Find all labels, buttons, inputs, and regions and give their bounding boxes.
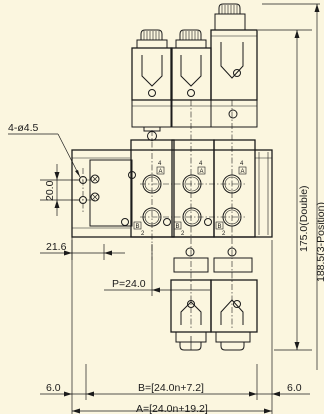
- base-screw-icon: [128, 171, 136, 179]
- station-pitch-label: P=24.0: [112, 278, 146, 290]
- valve-station-3: 4 A B 2: [204, 3, 258, 351]
- coil-screw-icon: [233, 69, 241, 77]
- coil-screw-icon: [233, 300, 241, 308]
- mount-pitch-label: 20.0: [44, 180, 56, 201]
- right-margin-label: 6.0: [287, 382, 302, 394]
- port-b-mark: B: [176, 224, 180, 230]
- port-a-mark: A: [200, 169, 204, 175]
- port-4-mark: 4: [158, 161, 162, 167]
- port-b-mark: B: [218, 224, 222, 230]
- port-a-mark: A: [159, 169, 163, 175]
- valve-station-1: 4 A B 2: [121, 29, 175, 238]
- port-2-mark: 2: [141, 231, 145, 237]
- hole-callout-label: 4-ø4.5: [8, 122, 39, 134]
- pilot-screw-icon: [228, 109, 238, 119]
- dimensions: 4-ø4.5 20.0 21.6 P=24.0 175.0(Double) 18…: [8, 3, 324, 414]
- port-4-mark: 4: [199, 161, 203, 167]
- height-double-label: 175.0(Double): [298, 185, 310, 252]
- centre-lines: [74, 100, 245, 330]
- port-4-mark: 4: [240, 161, 244, 167]
- port-2-mark: 2: [181, 231, 185, 237]
- left-offset-label: 21.6: [46, 241, 67, 253]
- port-a-mark: A: [241, 169, 245, 175]
- pilot-screw-icon: [185, 247, 195, 257]
- valve-station-2: 4 A B 2: [163, 29, 215, 351]
- mounting-screw-icon: [90, 174, 100, 184]
- port-b-mark: B: [136, 224, 140, 230]
- dim-b-label: B=[24.0n+7.2]: [138, 382, 204, 394]
- height-3pos-label: 188.5(3-Position): [315, 202, 324, 282]
- mounting-screw-icon: [90, 192, 100, 202]
- body-screw-icon: [121, 218, 129, 226]
- coil-screw-icon: [187, 89, 195, 97]
- port-2-mark: 2: [222, 231, 226, 237]
- pilot-screw-icon: [227, 247, 237, 257]
- body-screw-icon: [204, 218, 212, 226]
- body-screw-icon: [163, 218, 171, 226]
- coil-screw-icon: [148, 89, 156, 97]
- dim-a-label: A=[24.0n+19.2]: [136, 403, 208, 414]
- left-margin-label: 6.0: [46, 382, 61, 394]
